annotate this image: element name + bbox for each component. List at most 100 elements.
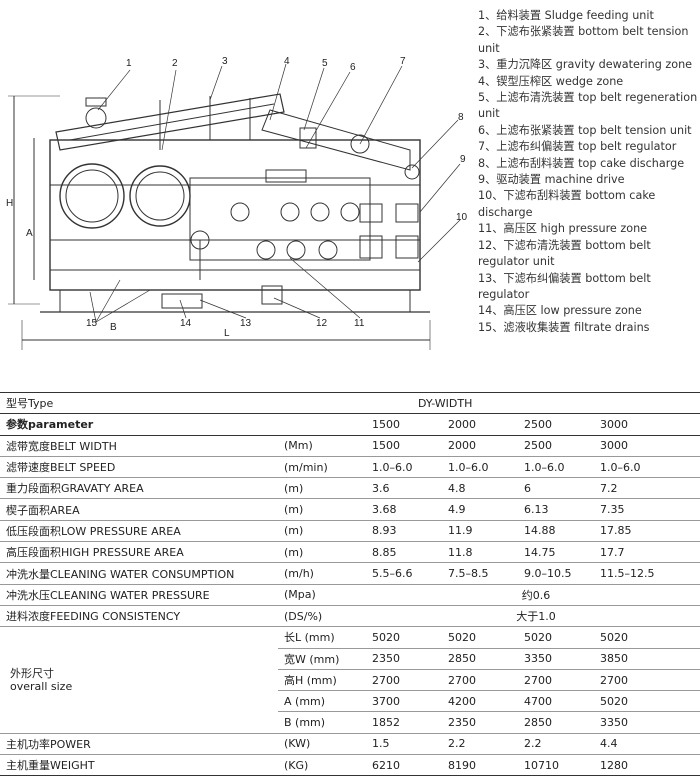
cell: 5020 <box>518 626 594 649</box>
cell: 5.5–6.6 <box>366 562 442 585</box>
parts-legend: 1、给料装置 Sludge feeding unit 2、下滤布张紧装置 bot… <box>478 8 698 336</box>
cell: 2700 <box>594 669 700 692</box>
legend-item: 10、下滤布刮料装置 bottom cake discharge <box>478 189 656 219</box>
dim-name: 长L (mm) <box>278 626 366 649</box>
legend-item: 14、高压区 low pressure zone <box>478 304 642 318</box>
cell: 2350 <box>442 711 518 734</box>
cell: 3850 <box>594 648 700 670</box>
cell: 2500 <box>518 435 594 457</box>
cell: 约0.6 <box>366 584 700 606</box>
row-unit: (Mm) <box>278 435 366 457</box>
cell: 4.9 <box>442 498 518 521</box>
row-name: 高压段面积HIGH PRESSURE AREA <box>0 541 278 564</box>
callout-5: 5 <box>322 58 328 69</box>
spec-table-wrapper: 型号Type DY-WIDTH 参数parameter 1500 2000 25… <box>0 391 700 777</box>
cell: 4.4 <box>594 733 700 756</box>
cell: 6210 <box>366 754 442 777</box>
cell: 8190 <box>442 754 518 777</box>
row-unit: (m/h) <box>278 562 366 585</box>
cell: 2700 <box>366 669 442 692</box>
table-row: A (mm) 3700 4200 4700 5020 <box>0 690 700 713</box>
cell: 11.5–12.5 <box>594 562 700 585</box>
dim-label-h: H <box>6 198 13 209</box>
cell: 1.5 <box>366 733 442 756</box>
cell: 17.85 <box>594 520 700 543</box>
table-row: 高H (mm) 2700 2700 2700 2700 <box>0 669 700 692</box>
callout-13: 13 <box>240 318 252 329</box>
width-col: 2000 <box>442 413 518 436</box>
cell: 1.0–6.0 <box>594 456 700 479</box>
row-name: 楔子面积AREA <box>0 498 278 521</box>
dim-name: A (mm) <box>278 690 366 713</box>
legend-item: 6、上滤布张紧装置 top belt tension unit <box>478 123 692 137</box>
table-row: 主机功率POWER (KW) 1.5 2.2 2.2 4.4 <box>0 733 700 756</box>
machine-drawing: 1 2 3 4 5 6 7 8 9 10 11 12 13 14 15 H A … <box>6 56 468 350</box>
legend-item: 11、高压区 high pressure zone <box>478 222 648 236</box>
cell: 2350 <box>366 648 442 670</box>
cell: 17.7 <box>594 541 700 564</box>
dim-name: 宽W (mm) <box>278 648 366 670</box>
dim-label-l: L <box>224 328 230 339</box>
callout-2: 2 <box>172 58 178 69</box>
type-label: 型号Type <box>0 391 278 415</box>
callout-4: 4 <box>284 56 290 67</box>
row-unit: (m/min) <box>278 456 366 479</box>
row-name: 滤带宽度BELT WIDTH <box>0 435 278 457</box>
table-row: 滤带速度BELT SPEED (m/min) 1.0–6.0 1.0–6.0 1… <box>0 456 700 479</box>
row-unit: (m) <box>278 541 366 564</box>
cell: 5020 <box>442 626 518 649</box>
cell: 3000 <box>594 435 700 457</box>
row-unit: (m) <box>278 477 366 500</box>
width-col: 2500 <box>518 413 594 436</box>
cell: 7.5–8.5 <box>442 562 518 585</box>
cell: 10710 <box>518 754 594 777</box>
row-name: 主机重量WEIGHT <box>0 754 278 777</box>
cell: 2850 <box>442 648 518 670</box>
cell: 1280 <box>594 754 700 777</box>
table-row: 重力段面积GRAVATY AREA (m) 3.6 4.8 6 7.2 <box>0 477 700 500</box>
spec-table: 型号Type DY-WIDTH 参数parameter 1500 2000 25… <box>0 391 700 777</box>
row-unit: (DS/%) <box>278 605 366 628</box>
overall-size-label: 外形尺寸 overall size <box>0 626 278 734</box>
row-name: 冲洗水压CLEANING WATER PRESSURE <box>0 584 278 606</box>
table-row: 参数parameter 1500 2000 2500 3000 <box>0 413 700 436</box>
callout-3: 3 <box>222 56 228 67</box>
cell: 5020 <box>366 626 442 649</box>
cell: 4200 <box>442 690 518 713</box>
cell: 4.8 <box>442 477 518 500</box>
callout-1: 1 <box>126 58 132 69</box>
row-name: 滤带速度BELT SPEED <box>0 456 278 479</box>
legend-item: 4、锲型压榨区 wedge zone <box>478 74 624 88</box>
callout-14: 14 <box>180 318 192 329</box>
callout-6: 6 <box>350 62 356 73</box>
cell: 6 <box>518 477 594 500</box>
dim-label-a: A <box>26 228 33 239</box>
dim-name: 高H (mm) <box>278 669 366 692</box>
cell: 8.93 <box>366 520 442 543</box>
type-value: DY-WIDTH <box>366 391 700 415</box>
dim-name: B (mm) <box>278 711 366 734</box>
table-row: 主机重量WEIGHT (KG) 6210 8190 10710 1280 <box>0 754 700 777</box>
callout-12: 12 <box>316 318 328 329</box>
cell: 3350 <box>594 711 700 734</box>
legend-item: 15、滤液收集装置 filtrate drains <box>478 320 650 334</box>
cell: 1.0–6.0 <box>366 456 442 479</box>
cell: 1852 <box>366 711 442 734</box>
row-unit: (Mpa) <box>278 584 366 606</box>
legend-item: 5、上滤布清洗装置 top belt regeneration unit <box>478 91 698 121</box>
row-unit: (m) <box>278 520 366 543</box>
table-row: 冲洗水压CLEANING WATER PRESSURE (Mpa) 约0.6 <box>0 584 700 606</box>
legend-item: 7、上滤布纠偏装置 top belt regulator <box>478 140 677 154</box>
row-unit: (KG) <box>278 754 366 777</box>
cell: 2700 <box>442 669 518 692</box>
table-row: 滤带宽度BELT WIDTH (Mm) 1500 2000 2500 3000 <box>0 435 700 457</box>
overall-size-label-en: overall size <box>10 680 73 693</box>
cell: 1.0–6.0 <box>518 456 594 479</box>
table-row: 宽W (mm) 2350 2850 3350 3850 <box>0 648 700 670</box>
overall-size-label-cn: 外形尺寸 <box>10 667 54 680</box>
cell: 3350 <box>518 648 594 670</box>
row-name: 进料浓度FEEDING CONSISTENCY <box>0 605 278 628</box>
table-row: 外形尺寸 overall size 长L (mm) 5020 5020 5020… <box>0 626 700 734</box>
table-row: 型号Type DY-WIDTH <box>0 391 700 415</box>
table-row: 高压段面积HIGH PRESSURE AREA (m) 8.85 11.8 14… <box>0 541 700 564</box>
